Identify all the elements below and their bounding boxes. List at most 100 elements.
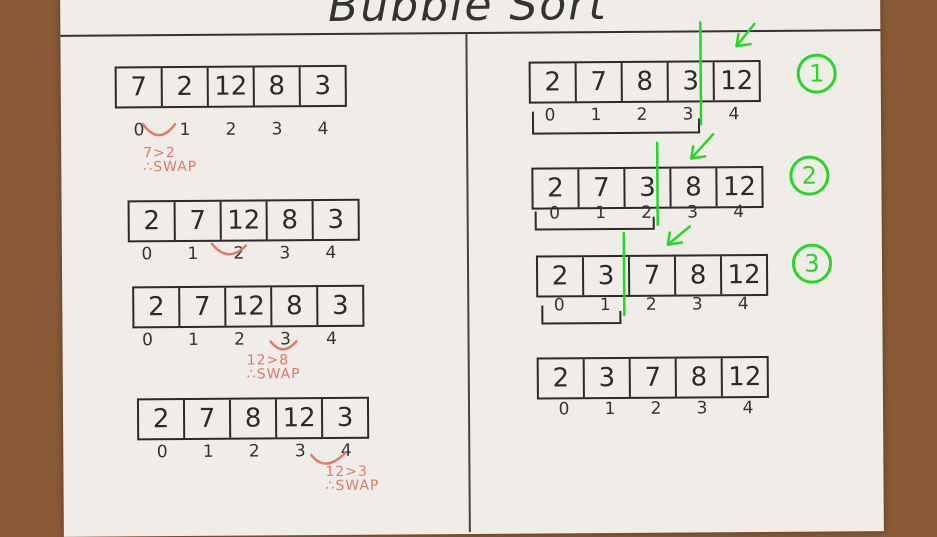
left-array-2: 2 7 12 8 3 [127, 198, 360, 243]
array-cell: 3 [327, 204, 345, 236]
right-index-row-2: 0 1 2 3 4 [532, 202, 762, 224]
swap-text: ∴SWAP [246, 366, 301, 383]
array-cell: 12 [226, 287, 273, 326]
array-cell: 7 [184, 399, 232, 439]
array-cell: 8 [267, 201, 314, 240]
array-cell: 3 [314, 70, 332, 102]
index-label: 0 [142, 330, 154, 351]
left-array-1: 7 2 12 8 3 [114, 64, 347, 109]
index-label: 3 [280, 329, 291, 350]
array-cell: 3 [625, 168, 672, 207]
array-cell: 12 [722, 172, 757, 203]
right-array-4: 2 3 7 8 12 [536, 355, 769, 400]
index-label: 0 [133, 120, 145, 141]
left-index-row-4: 0 1 2 3 4 [139, 441, 369, 463]
array-cell: 7 [579, 168, 626, 208]
array-cell: 7 [180, 287, 227, 327]
array-cell: 2 [533, 169, 580, 208]
index-label: 1 [590, 105, 602, 126]
paper-sheet: Bubble Sort 7 2 12 8 3 0 1 2 3 4 7>2 ∴SW… [60, 0, 884, 537]
index-label: 1 [179, 119, 191, 141]
index-label: 3 [691, 294, 703, 315]
array-cell: 8 [272, 287, 319, 326]
right-array-3: 2 3 7 8 12 [535, 253, 769, 298]
array-cell: 12 [720, 66, 754, 97]
swap-note-1: 7>2 ∴SWAP [143, 145, 198, 176]
index-label: 4 [733, 202, 745, 223]
index-label: 3 [696, 398, 708, 419]
array-cell: 3 [583, 256, 631, 296]
array-cell: 2 [530, 63, 577, 102]
array-cell: 3 [336, 402, 354, 433]
index-label: 0 [558, 399, 570, 420]
index-label: 4 [728, 104, 740, 125]
left-index-row-1: 0 1 2 3 4 [116, 119, 346, 141]
right-array-1: 2 7 8 3 12 [528, 59, 761, 104]
array-cell: 7 [576, 62, 623, 102]
index-label: 2 [645, 294, 657, 315]
index-label: 3 [279, 243, 291, 264]
index-label: 3 [682, 104, 694, 125]
index-label: 4 [737, 294, 749, 315]
array-cell: 2 [129, 202, 176, 241]
index-label: 2 [248, 441, 260, 462]
center-divider [465, 32, 471, 533]
index-label: 1 [187, 243, 199, 264]
arrow-icon [690, 133, 715, 160]
left-index-row-2: 0 1 2 3 4 [124, 243, 354, 265]
index-label: 3 [271, 119, 283, 140]
index-label: 4 [340, 440, 352, 461]
step-badge-3: 3 [791, 243, 833, 284]
index-label: 2 [636, 104, 648, 125]
arrow-icon [735, 22, 756, 48]
array-cell: 8 [676, 358, 723, 397]
index-label: 2 [234, 329, 245, 350]
left-index-row-3: 0 1 2 3 4 [124, 329, 354, 351]
array-cell: 3 [668, 62, 715, 101]
index-label: 0 [156, 442, 168, 463]
index-label: 4 [326, 328, 337, 350]
swap-note-2: 12>8 ∴SWAP [246, 352, 301, 383]
array-cell: 2 [138, 400, 186, 439]
index-label: 1 [202, 441, 214, 462]
index-label: 2 [641, 202, 653, 223]
index-label: 0 [141, 244, 153, 265]
page-title: Bubble Sort [328, 0, 608, 32]
index-label: 1 [595, 203, 607, 224]
array-cell: 2 [134, 288, 181, 327]
index-label: 3 [687, 202, 699, 223]
array-cell: 8 [254, 67, 301, 106]
array-cell: 12 [208, 67, 255, 106]
array-cell: 8 [622, 62, 669, 101]
index-label: 3 [294, 441, 306, 462]
right-index-row-1: 0 1 2 3 4 [527, 104, 757, 126]
array-cell: 2 [537, 257, 585, 296]
index-label: 1 [599, 295, 611, 316]
index-label: 4 [742, 398, 754, 419]
array-cell: 7 [629, 256, 677, 295]
step-badge-1: 1 [796, 53, 837, 94]
array-cell: 12 [276, 399, 324, 438]
array-cell: 7 [116, 68, 163, 107]
left-array-4: 2 7 8 12 3 [136, 396, 370, 441]
swap-text: ∴SWAP [143, 158, 198, 176]
index-label: 1 [188, 329, 199, 350]
array-cell: 3 [331, 290, 349, 321]
index-label: 0 [544, 105, 556, 126]
array-cell: 8 [230, 399, 278, 438]
index-label: 2 [650, 398, 662, 419]
index-label: 2 [233, 243, 245, 264]
array-cell: 12 [727, 259, 761, 291]
swap-text: ∴SWAP [325, 477, 380, 495]
index-label: 1 [604, 399, 616, 420]
swap-note-3: 12>3 ∴SWAP [325, 464, 380, 495]
array-cell: 2 [538, 359, 585, 398]
right-index-row-3: 0 1 2 3 4 [536, 294, 766, 316]
array-cell: 7 [630, 358, 677, 397]
index-label: 4 [325, 242, 337, 264]
array-cell: 12 [221, 201, 268, 240]
array-cell: 8 [675, 256, 723, 295]
index-label: 4 [317, 118, 329, 140]
array-cell: 8 [671, 168, 718, 207]
index-label: 0 [553, 295, 565, 316]
